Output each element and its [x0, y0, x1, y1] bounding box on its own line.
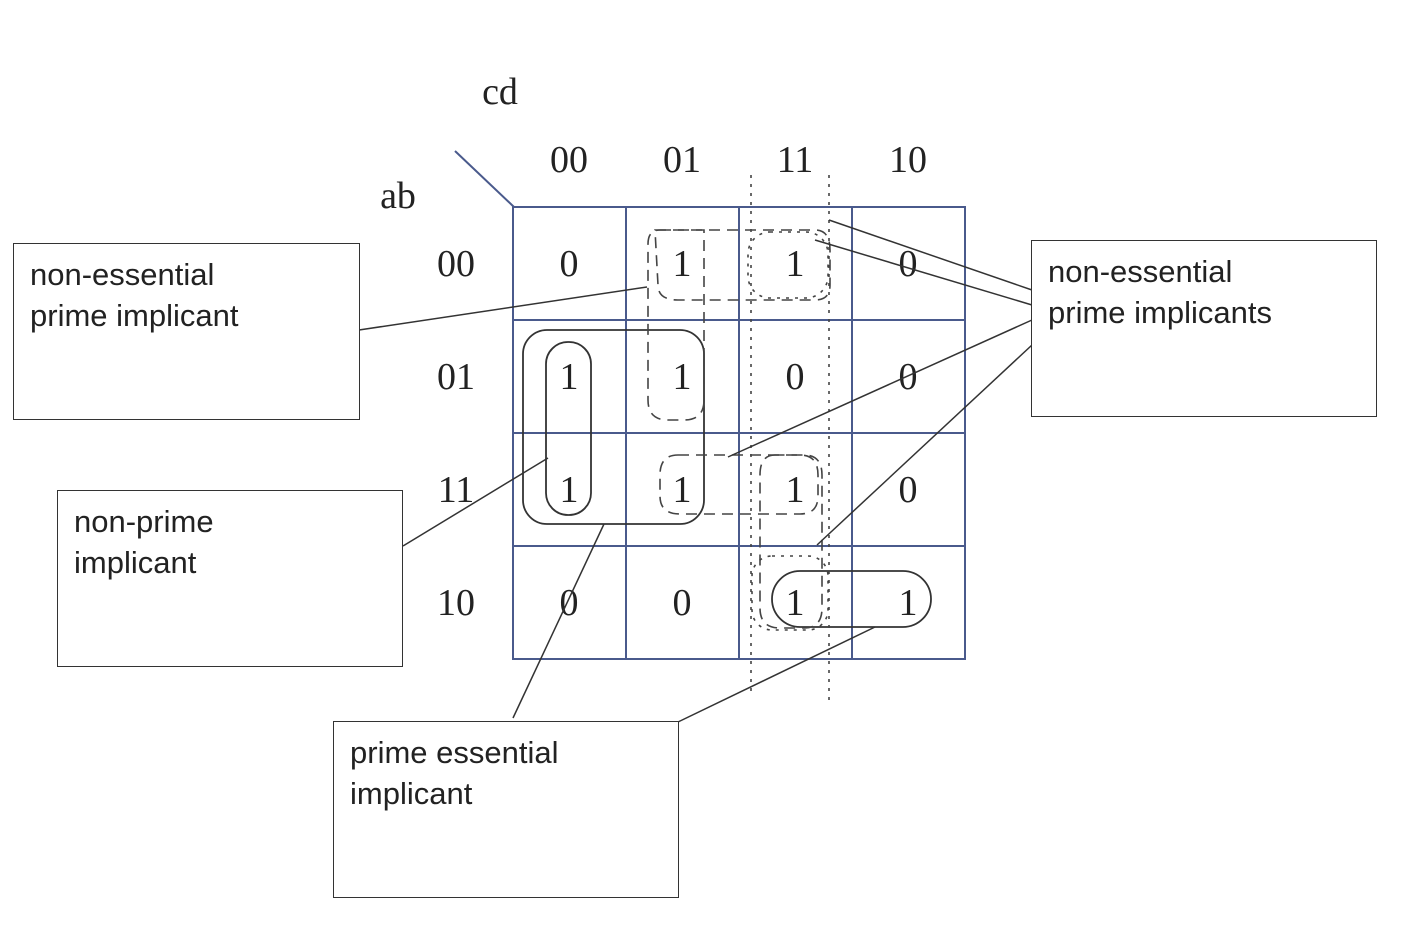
solid-loops: [522, 329, 932, 628]
kmap-cell: 1: [786, 469, 805, 511]
column-header: 10: [889, 139, 927, 181]
nonessential-prime-implicant-callout: non-essential prime implicant: [13, 243, 360, 420]
leader-line-left: [358, 286, 648, 331]
top-dotted-loop: [747, 231, 829, 299]
dashed-loops: [647, 229, 831, 629]
kmap-grid: [512, 206, 966, 660]
leader-line-essential-1: [512, 523, 605, 719]
row-header: 01: [437, 356, 475, 398]
leader-line-right-4: [816, 344, 1033, 546]
dotted-loops: [747, 175, 830, 700]
kmap-cell: 0: [899, 356, 918, 398]
callout-line: implicant: [74, 545, 197, 580]
leader-line-right-1: [828, 219, 1033, 291]
leader-line-right-2: [814, 239, 1033, 306]
right-vertical-dashed-loop: [759, 454, 823, 629]
kmap-cell: 1: [560, 356, 579, 398]
column-header: 00: [550, 139, 588, 181]
top-dashed-loop: [654, 229, 831, 301]
callout-line: prime essential: [350, 735, 559, 770]
quad-group-loop: [522, 329, 705, 525]
leader-line-right-3: [727, 319, 1033, 458]
kmap-cell: 0: [899, 243, 918, 285]
bottom-pair-loop: [771, 570, 932, 628]
bottom-dotted-loop: [751, 555, 829, 631]
column-headers: 00 01 11 10: [550, 139, 927, 181]
kmap-cell: 0: [560, 582, 579, 624]
pair-column-loop: [545, 341, 592, 516]
prime-essential-implicant-callout: prime essential implicant: [333, 721, 679, 898]
kmap-cell: 0: [786, 356, 805, 398]
kmap-cell: 1: [560, 469, 579, 511]
kmap-cell: 1: [786, 582, 805, 624]
kmap-cell: 0: [560, 243, 579, 285]
callout-line: implicant: [350, 776, 473, 811]
callout-line: prime implicants: [1048, 295, 1272, 330]
row-header: 11: [438, 469, 475, 511]
middle-dashed-loop: [659, 454, 819, 515]
kmap-cell: 1: [673, 469, 692, 511]
leader-lines: [358, 219, 1033, 723]
kmap-cell: 0: [899, 469, 918, 511]
column-variable-label: cd: [482, 71, 518, 113]
row-headers: 00 01 11 10: [437, 243, 475, 624]
callout-line: prime implicant: [30, 298, 239, 333]
row-header: 10: [437, 582, 475, 624]
kmap-cell: 1: [673, 356, 692, 398]
row-header: 00: [437, 243, 475, 285]
leader-line-nonprime: [402, 457, 549, 547]
column-header: 11: [777, 139, 814, 181]
leader-line-essential-2: [677, 626, 876, 723]
kmap-cell: 1: [899, 582, 918, 624]
kmap-cell: 1: [673, 243, 692, 285]
kmap-cell: 0: [673, 582, 692, 624]
kmap-cells: 0 1 1 0 1 1 0 0 1 1 1 0 0 0 1 1: [560, 243, 918, 624]
row-variable-label: ab: [380, 175, 416, 217]
corner-diagonal: [454, 150, 515, 208]
callout-line: non-essential: [30, 257, 215, 292]
callout-line: non-essential: [1048, 254, 1233, 289]
nonprime-implicant-callout: non-prime implicant: [57, 490, 403, 667]
nonessential-prime-implicants-callout: non-essential prime implicants: [1031, 240, 1377, 417]
kmap-cell: 1: [786, 243, 805, 285]
column-header: 01: [663, 139, 701, 181]
callout-line: non-prime: [74, 504, 214, 539]
vertical-dashed-loop: [647, 229, 705, 421]
